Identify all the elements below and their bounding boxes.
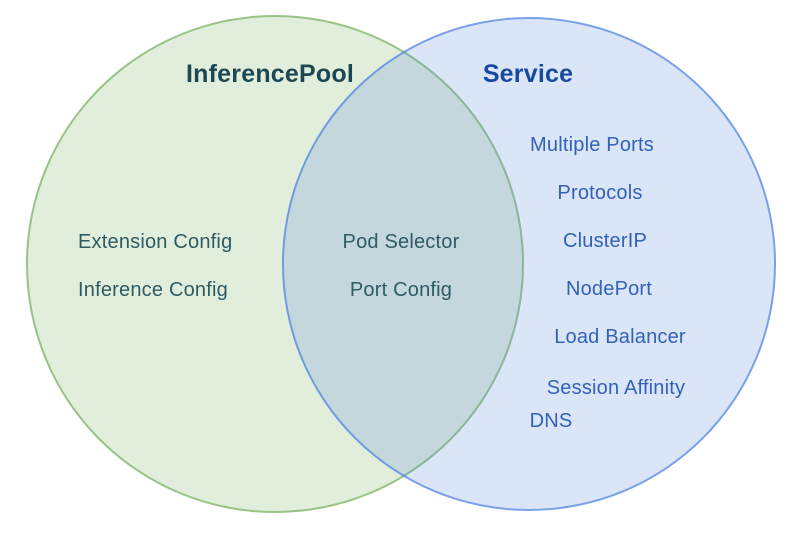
left-item-inference-config: Inference Config [78, 279, 228, 301]
right-item-nodeport: NodePort [565, 278, 653, 300]
right-item-load-balancer: Load Balancer [554, 326, 686, 348]
service-title: Service [482, 60, 574, 88]
service-circle [282, 17, 776, 511]
overlap-item-pod-selector: Pod Selector [342, 231, 460, 253]
right-item-session-affinity: Session Affinity [546, 377, 686, 399]
right-item-clusterip: ClusterIP [562, 230, 648, 252]
right-item-protocols: Protocols [557, 182, 643, 204]
left-item-extension-config: Extension Config [78, 231, 233, 253]
inferencepool-title: InferencePool [186, 60, 354, 88]
overlap-item-port-config: Port Config [349, 279, 453, 301]
right-item-multiple-ports: Multiple Ports [530, 134, 654, 156]
right-item-dns: DNS [529, 410, 573, 432]
